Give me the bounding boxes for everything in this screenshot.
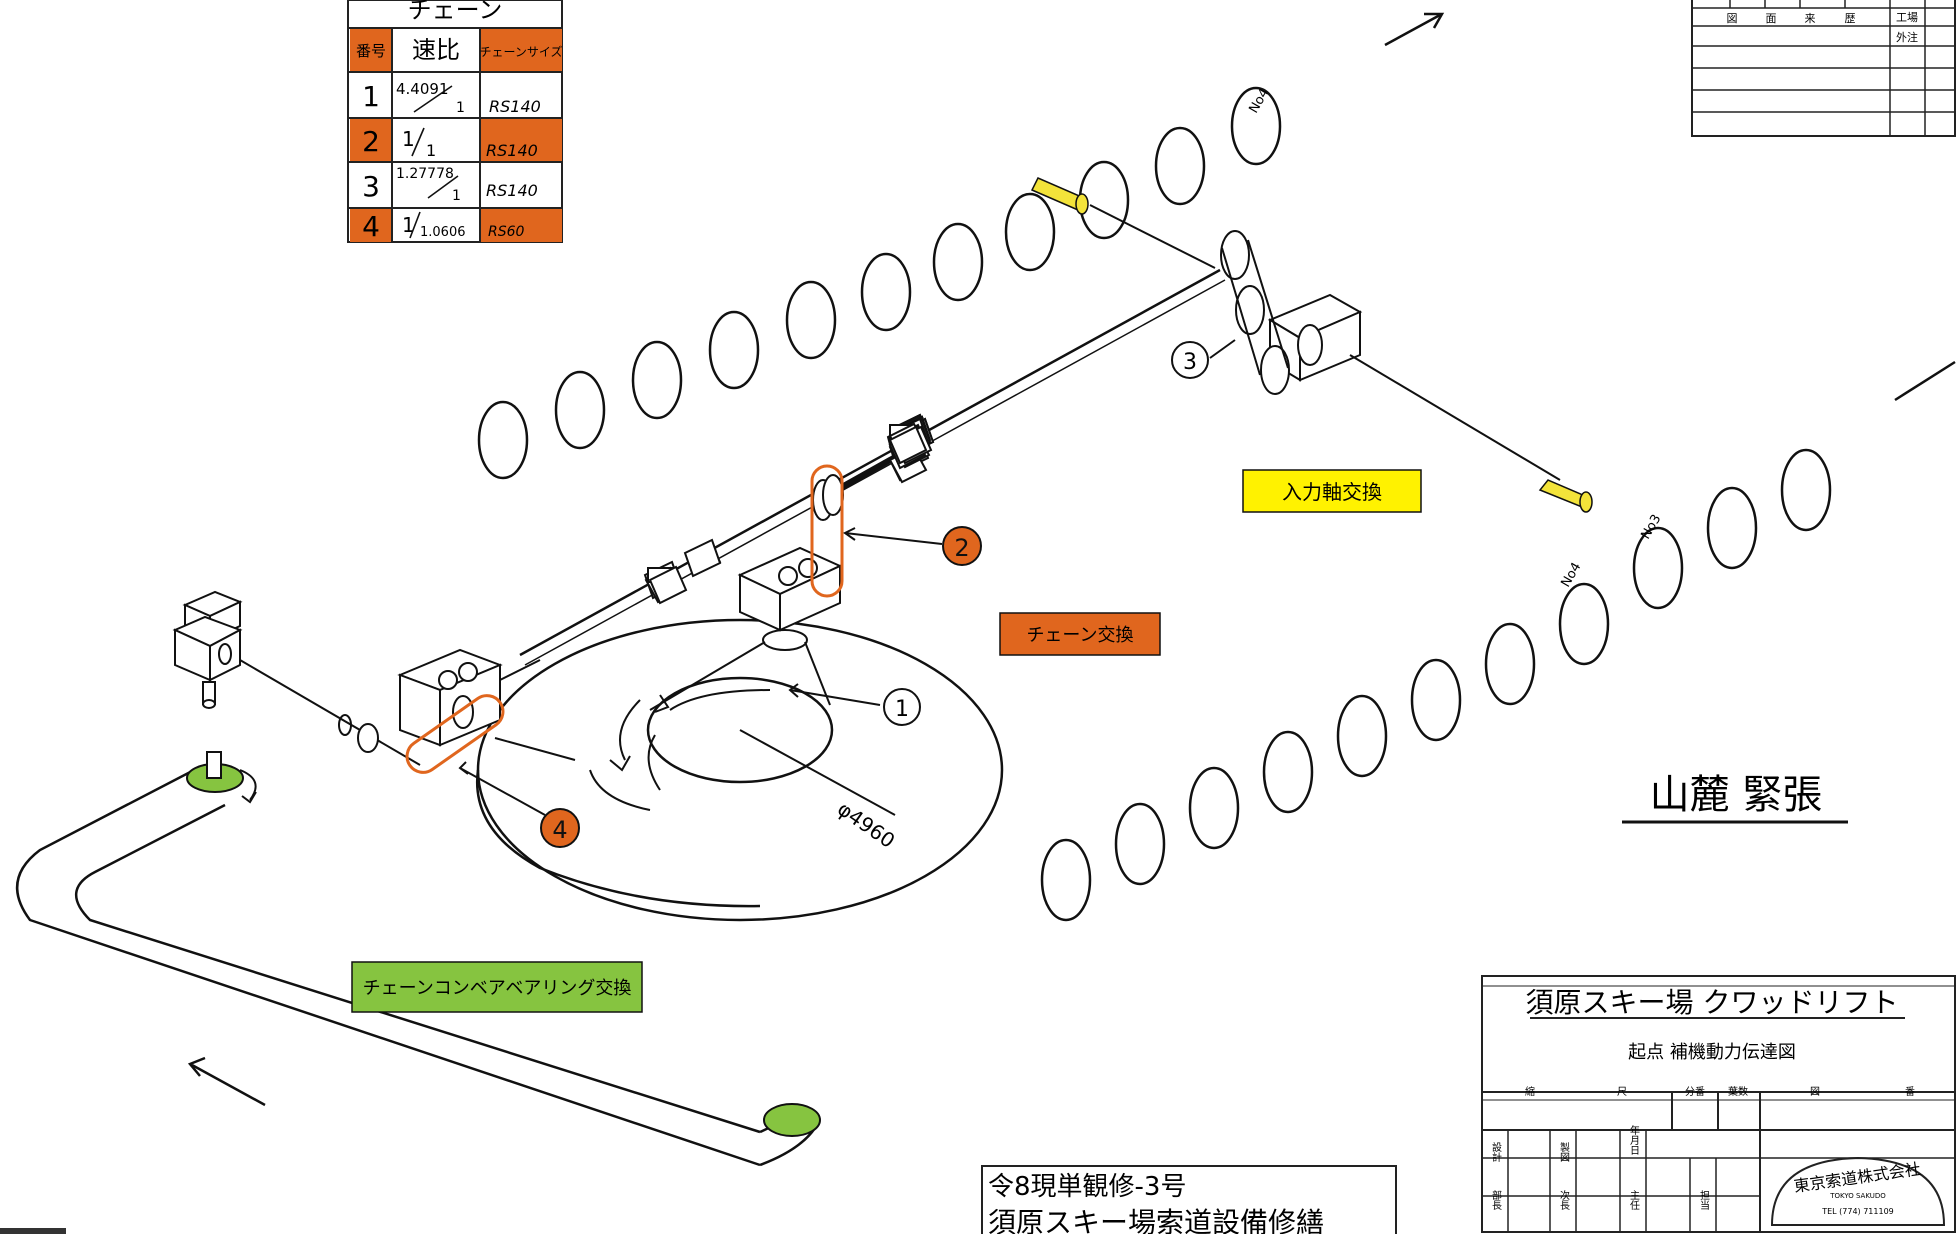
corner-mark	[0, 1228, 66, 1234]
callout-4: 4	[540, 808, 580, 848]
left-motor	[172, 590, 243, 709]
label-no4-top: No4	[1246, 86, 1272, 116]
revision-table: 図 面 来 歴 工場 外注	[1691, 0, 1956, 137]
chain-row-1-no: 1	[362, 80, 380, 113]
revision-col-2: 面	[1766, 12, 1777, 25]
title-block-title: 須原スキー場 クワッドリフト	[1526, 986, 1899, 1019]
chain-table-header-ratio: 速比	[412, 36, 460, 64]
revision-col-1: 図	[1727, 12, 1738, 25]
revision-col-4: 歴	[1845, 12, 1856, 25]
chain-table-title: チェーン	[408, 0, 503, 24]
intermediate-gearbox	[737, 546, 843, 632]
chain-table-header-no: 番号	[356, 42, 386, 60]
conveyor-top-arrow	[239, 769, 257, 804]
chain-table-header-size: チェーンサイズ	[479, 44, 562, 59]
sheave-row-lower	[1040, 448, 1832, 922]
title-block-drawing-label: 図	[1810, 1086, 1820, 1098]
chain-row-2-size: RS140	[486, 141, 538, 160]
input-shaft-label-box: 入力軸交換	[1242, 469, 1422, 513]
chain-row-3-ratio-bottom: 1	[452, 188, 461, 204]
lower-gearbox	[397, 648, 503, 747]
title-block-subtitle: 起点 補機動力伝達図	[1628, 1042, 1796, 1063]
chain-row-3-no: 3	[362, 170, 380, 203]
lower-gearbox-shaft	[494, 659, 576, 761]
callout-1: 1	[883, 688, 921, 726]
job-box: 令8現単観修-3号 須原スキー場索道設備修繕	[981, 1165, 1397, 1234]
callout-2: 2	[942, 526, 982, 566]
conveyor-bearing-label-box: チェーンコンベアベアリング交換	[351, 961, 643, 1013]
title-block-scale-label: 縮	[1525, 1085, 1535, 1098]
green-sprocket-bottom	[763, 1103, 821, 1137]
chain-replace-label: チェーン交換	[1026, 625, 1133, 646]
left-shaft	[239, 659, 421, 766]
sign-draft: 製図	[1558, 1141, 1570, 1162]
revision-col-3: 来	[1805, 12, 1816, 25]
right-gearbox	[1220, 230, 1363, 395]
chain-row-1-ratio-top: 4.4091	[396, 80, 449, 98]
revision-factory-label: 工場	[1896, 11, 1918, 24]
job-box-line1: 令8現単観修-3号	[988, 1172, 1186, 1202]
sign-deputy: 次長	[1558, 1189, 1570, 1211]
callout-leaders	[458, 339, 1236, 816]
sign-charge: 担当	[1698, 1190, 1710, 1211]
chain-row-1-size: RS140	[489, 97, 541, 116]
title-block-part-label: 分番	[1685, 1086, 1705, 1098]
chain-row-4-ratio-bottom: 1.0606	[420, 225, 466, 240]
conveyor-bearing-label: チェーンコンベアベアリング交換	[363, 978, 632, 999]
sign-chief: 主任	[1628, 1190, 1640, 1211]
title-block-scale-label-2: 尺	[1617, 1086, 1627, 1098]
highlight-chain-2	[810, 464, 844, 598]
company-tel: TEL (774) 711109	[1821, 1207, 1894, 1216]
direction-arrow-right	[1894, 360, 1956, 402]
yellow-shaft-input	[1538, 479, 1593, 513]
sign-design: 設計	[1490, 1141, 1502, 1163]
callout-4-label: 4	[552, 816, 567, 844]
sign-manager: 部長	[1490, 1189, 1502, 1211]
sign-date: 年月日	[1628, 1124, 1640, 1155]
main-drive-shaft	[519, 268, 1226, 666]
yellow-shaft-upper	[1030, 177, 1089, 215]
company-name-en: TOKYO SAKUDO	[1829, 1192, 1886, 1200]
direction-arrow-top	[1384, 12, 1445, 47]
chain-row-2-no: 2	[362, 125, 380, 158]
chain-row-1-ratio-bottom: 1	[456, 100, 465, 116]
green-sprocket-top-shaft	[206, 751, 222, 779]
chain-row-3-ratio-top: 1.27778	[396, 166, 454, 182]
chain-replace-label-box: チェーン交換	[999, 612, 1161, 656]
title-block-number-label: 番	[1905, 1086, 1915, 1098]
callout-3-label: 3	[1183, 350, 1197, 375]
right-output-shaft	[1089, 204, 1561, 481]
chain-row-3-size: RS140	[486, 181, 538, 200]
chain-table: チェーン 番号 速比 チェーンサイズ 1 4.4091 1 RS140 2 1 …	[347, 0, 563, 243]
chain-row-2-ratio-bottom: 1	[426, 141, 436, 160]
callout-3: 3	[1171, 341, 1209, 379]
highlight-chain-4	[405, 694, 505, 774]
revision-outsource-label: 外注	[1896, 30, 1918, 44]
chain-row-2-ratio-top: 1	[402, 127, 415, 151]
label-diameter: φ4960	[833, 796, 899, 852]
chain-row-4-no: 4	[362, 210, 380, 243]
bearing-block-left	[648, 565, 688, 605]
chain-row-4-ratio-top: 1	[402, 213, 415, 237]
company-seal: 東京索道株式会社 TOKYO SAKUDO TEL (774) 711109	[1770, 1156, 1946, 1226]
bearing-block-upper-right	[888, 425, 928, 465]
input-shaft-label: 入力軸交換	[1282, 480, 1382, 504]
sprocket-2	[812, 474, 844, 521]
conveyor-return-arrow	[187, 1056, 266, 1107]
callout-2-label: 2	[954, 534, 969, 562]
drive-cone	[649, 629, 831, 711]
location-label: 山麓 緊張	[1650, 772, 1823, 818]
job-box-line2: 須原スキー場索道設備修繕	[988, 1206, 1324, 1234]
bullwheel	[475, 618, 1004, 922]
callout-1-label: 1	[895, 697, 909, 722]
title-block-sheets-label: 葉数	[1728, 1085, 1748, 1098]
chain-row-4-size: RS60	[488, 224, 525, 240]
sheave-row-upper	[477, 86, 1282, 480]
